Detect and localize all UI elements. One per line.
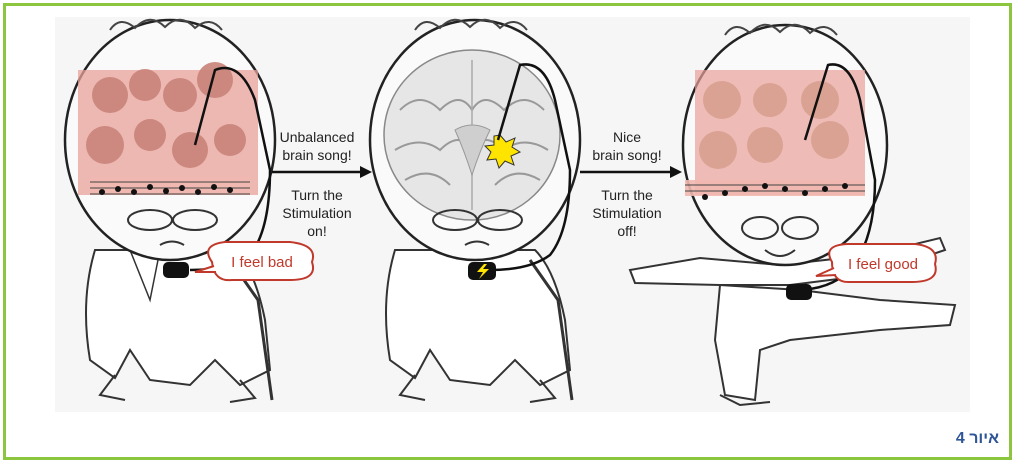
arrow-label-line: brain song! [272,146,362,164]
action-label-on: Turn the Stimulation on! [272,186,362,240]
panel-left-figure [65,20,275,402]
arrow-label-unbalanced: Unbalanced brain song! [272,128,362,164]
action-label-line: Turn the [582,186,672,204]
arrow-right-icon [580,166,682,178]
brain-scan [384,50,560,220]
figure-caption: איור 4 [956,430,999,448]
arrow-label-line: Unbalanced [272,128,362,146]
action-label-line: Stimulation [582,204,672,222]
arrow-right-icon [272,166,372,178]
action-label-line: on! [272,222,362,240]
speech-text-bad: I feel bad [231,254,293,271]
action-label-line: Turn the [272,186,362,204]
arrow-label-line: brain song! [582,146,672,164]
arrow-label-line: Nice [582,128,672,146]
action-label-off: Turn the Stimulation off! [582,186,672,240]
action-label-line: off! [582,222,672,240]
action-label-line: Stimulation [272,204,362,222]
panel-middle-figure [370,20,580,402]
arrow-label-nice: Nice brain song! [582,128,672,164]
panel-right-figure [630,25,955,405]
speech-text-good: I feel good [848,256,918,273]
music-staff-icon [90,177,250,195]
stimulator-device-off [786,284,812,300]
stimulator-device-off [163,262,189,278]
